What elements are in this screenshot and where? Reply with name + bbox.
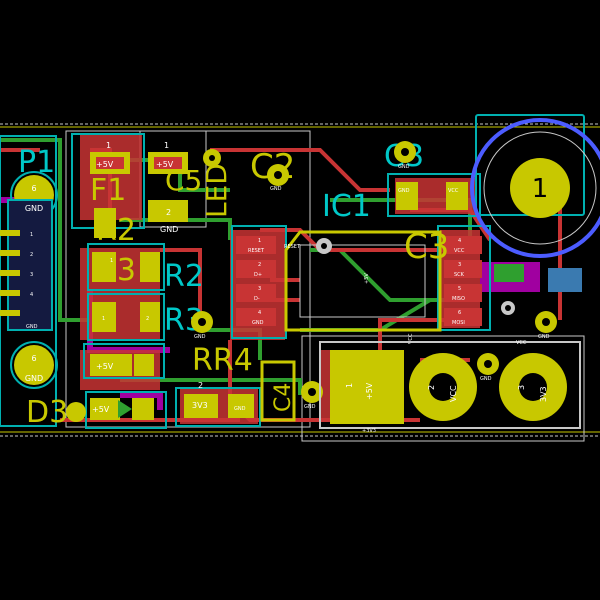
r-third-pin2: 2 xyxy=(146,316,149,322)
tht-gnd-1: GND xyxy=(398,164,410,170)
hdr-pin1-label: +5V xyxy=(365,382,374,400)
ic1-net-p5v: +5V xyxy=(364,273,370,284)
c3-vcc: VCC xyxy=(448,188,459,194)
p1-pin1: 1 xyxy=(30,232,33,238)
c3-gnd: GND xyxy=(398,188,410,194)
power-header: 1 +5V 2 VCC 3 3V3 +3V3 VCC xyxy=(319,340,581,434)
r-third-pin1: 1 xyxy=(102,316,105,322)
ref-p1: P1 xyxy=(18,145,55,180)
ref-f1: F1 xyxy=(90,173,126,208)
p1-pad6-bottom-gnd: GND xyxy=(25,374,43,383)
capacitor-c2: C2 LED xyxy=(200,147,295,218)
resistor-r-third: 1 2 xyxy=(92,302,160,332)
ic1-pin8-num: 4 xyxy=(458,238,461,244)
ic1-pin5-mosi: MOSI xyxy=(452,320,465,326)
ic1-pin6-num: 5 xyxy=(458,286,461,292)
ic1-pin4-gnd: GND xyxy=(252,320,264,326)
ic1-pin4-num: 4 xyxy=(258,310,261,316)
round-component: 1 xyxy=(470,118,600,258)
f1b-gnd: GND xyxy=(160,225,178,234)
resistor-r2: R2 xyxy=(94,208,136,248)
p1-pad6-top-gnd: GND xyxy=(25,204,43,213)
ic1-pin1-reset: RESET xyxy=(248,248,265,254)
ic1-net-reset: RESET xyxy=(284,244,301,250)
ic1-refs: IC1 C3 +5V VCC xyxy=(322,189,449,344)
ref-r4: RR4 xyxy=(192,343,253,378)
ref-d3: D3 xyxy=(26,395,68,430)
r3-pin1: 1 xyxy=(110,258,113,264)
reg-pin2: 2 xyxy=(198,381,203,390)
ic1-net-vcc: VCC xyxy=(408,333,414,344)
p1-pin4: 4 xyxy=(30,292,33,298)
ic1-pin8-vcc: VCC xyxy=(454,248,465,254)
hdr-pin3-num: 3 xyxy=(517,385,526,390)
round-pad-number: 1 xyxy=(532,174,549,204)
ref-r2: R2 xyxy=(96,213,136,248)
through-hole-pads: GND GND GND GND GND GND xyxy=(191,141,557,410)
ic1-pin7-num: 3 xyxy=(458,262,461,268)
board-edge xyxy=(0,126,600,433)
fuse-f1: +5V 1 +5V 1 2 GND F1 C5 xyxy=(90,141,202,234)
ref-r3: R3 xyxy=(96,253,136,288)
ic1-pin1-num: 1 xyxy=(258,238,261,244)
ic1-pin2-dplus: D+ xyxy=(254,272,262,278)
ic1-pin7-sck: SCK xyxy=(454,272,465,278)
hdr-pin2-num: 2 xyxy=(427,385,436,390)
ic1-left-pins: 1 RESET 2 D+ 3 D- 4 GND RESET xyxy=(236,236,301,326)
ref-r2b: R2 xyxy=(164,259,204,294)
p1-pin3: 3 xyxy=(30,272,33,278)
regulator-pads: 2 3V3 GND C4 xyxy=(184,360,296,422)
connector-p1: 6 GND 6 GND 1 2 3 4 GND P1 xyxy=(0,145,58,389)
ref-c3-large: C3 xyxy=(404,227,449,267)
led-area: +5V +5V D3 RR4 xyxy=(26,343,253,430)
d3-pad-5v: +5V xyxy=(92,405,110,414)
f1b-pad-5v: +5V xyxy=(156,160,174,169)
f1-pin1: 1 xyxy=(106,141,111,150)
hdr-pin3-label: 3V3 xyxy=(539,386,548,402)
f1b-pin2: 2 xyxy=(166,208,171,217)
hdr-net-3v3: +3V3 xyxy=(362,428,376,434)
p1-pad6-top-number: 6 xyxy=(31,184,36,193)
tht-gnd-5: GND xyxy=(304,404,316,410)
ic1-pin2-num: 2 xyxy=(258,262,261,268)
ic1-pin3-dminus: D- xyxy=(254,296,260,302)
ic1-body xyxy=(284,230,442,332)
hdr-pin1-num: 1 xyxy=(345,383,354,388)
reg-gnd: GND xyxy=(234,406,246,412)
hdr-net-vcc: VCC xyxy=(516,340,527,346)
tht-gnd-2: GND xyxy=(270,186,282,192)
ic1-right-pins: 4 VCC 3 SCK 5 MISO 6 MOSI xyxy=(444,236,482,326)
f1b-pin1: 1 xyxy=(164,141,169,150)
p1-pin2: 2 xyxy=(30,252,33,258)
ref-c4: C4 xyxy=(271,383,296,412)
resistor-r3: R3 1 xyxy=(92,252,160,288)
tht-gnd-3: GND xyxy=(194,334,206,340)
smd-right xyxy=(494,264,582,292)
led-pad-5v: +5V xyxy=(96,362,114,371)
tht-gnd-4: GND xyxy=(538,334,550,340)
ref-ic1: IC1 xyxy=(322,189,371,224)
tht-gnd-6: GND xyxy=(480,376,492,382)
reg-3v3: 3V3 xyxy=(192,401,208,410)
ic1-pin3-num: 3 xyxy=(258,286,261,292)
p1-pin5-gnd: GND xyxy=(26,324,38,330)
ref-c5: C5 xyxy=(165,164,202,197)
ic1-pin5-num: 6 xyxy=(458,310,461,316)
hdr-pin2-label: VCC xyxy=(449,385,458,402)
ref-led: LED xyxy=(200,163,233,218)
f1-pad-5v: +5V xyxy=(96,160,114,169)
p1-pad6-bottom-number: 6 xyxy=(31,354,36,363)
ic1-pin6-miso: MISO xyxy=(452,296,465,302)
